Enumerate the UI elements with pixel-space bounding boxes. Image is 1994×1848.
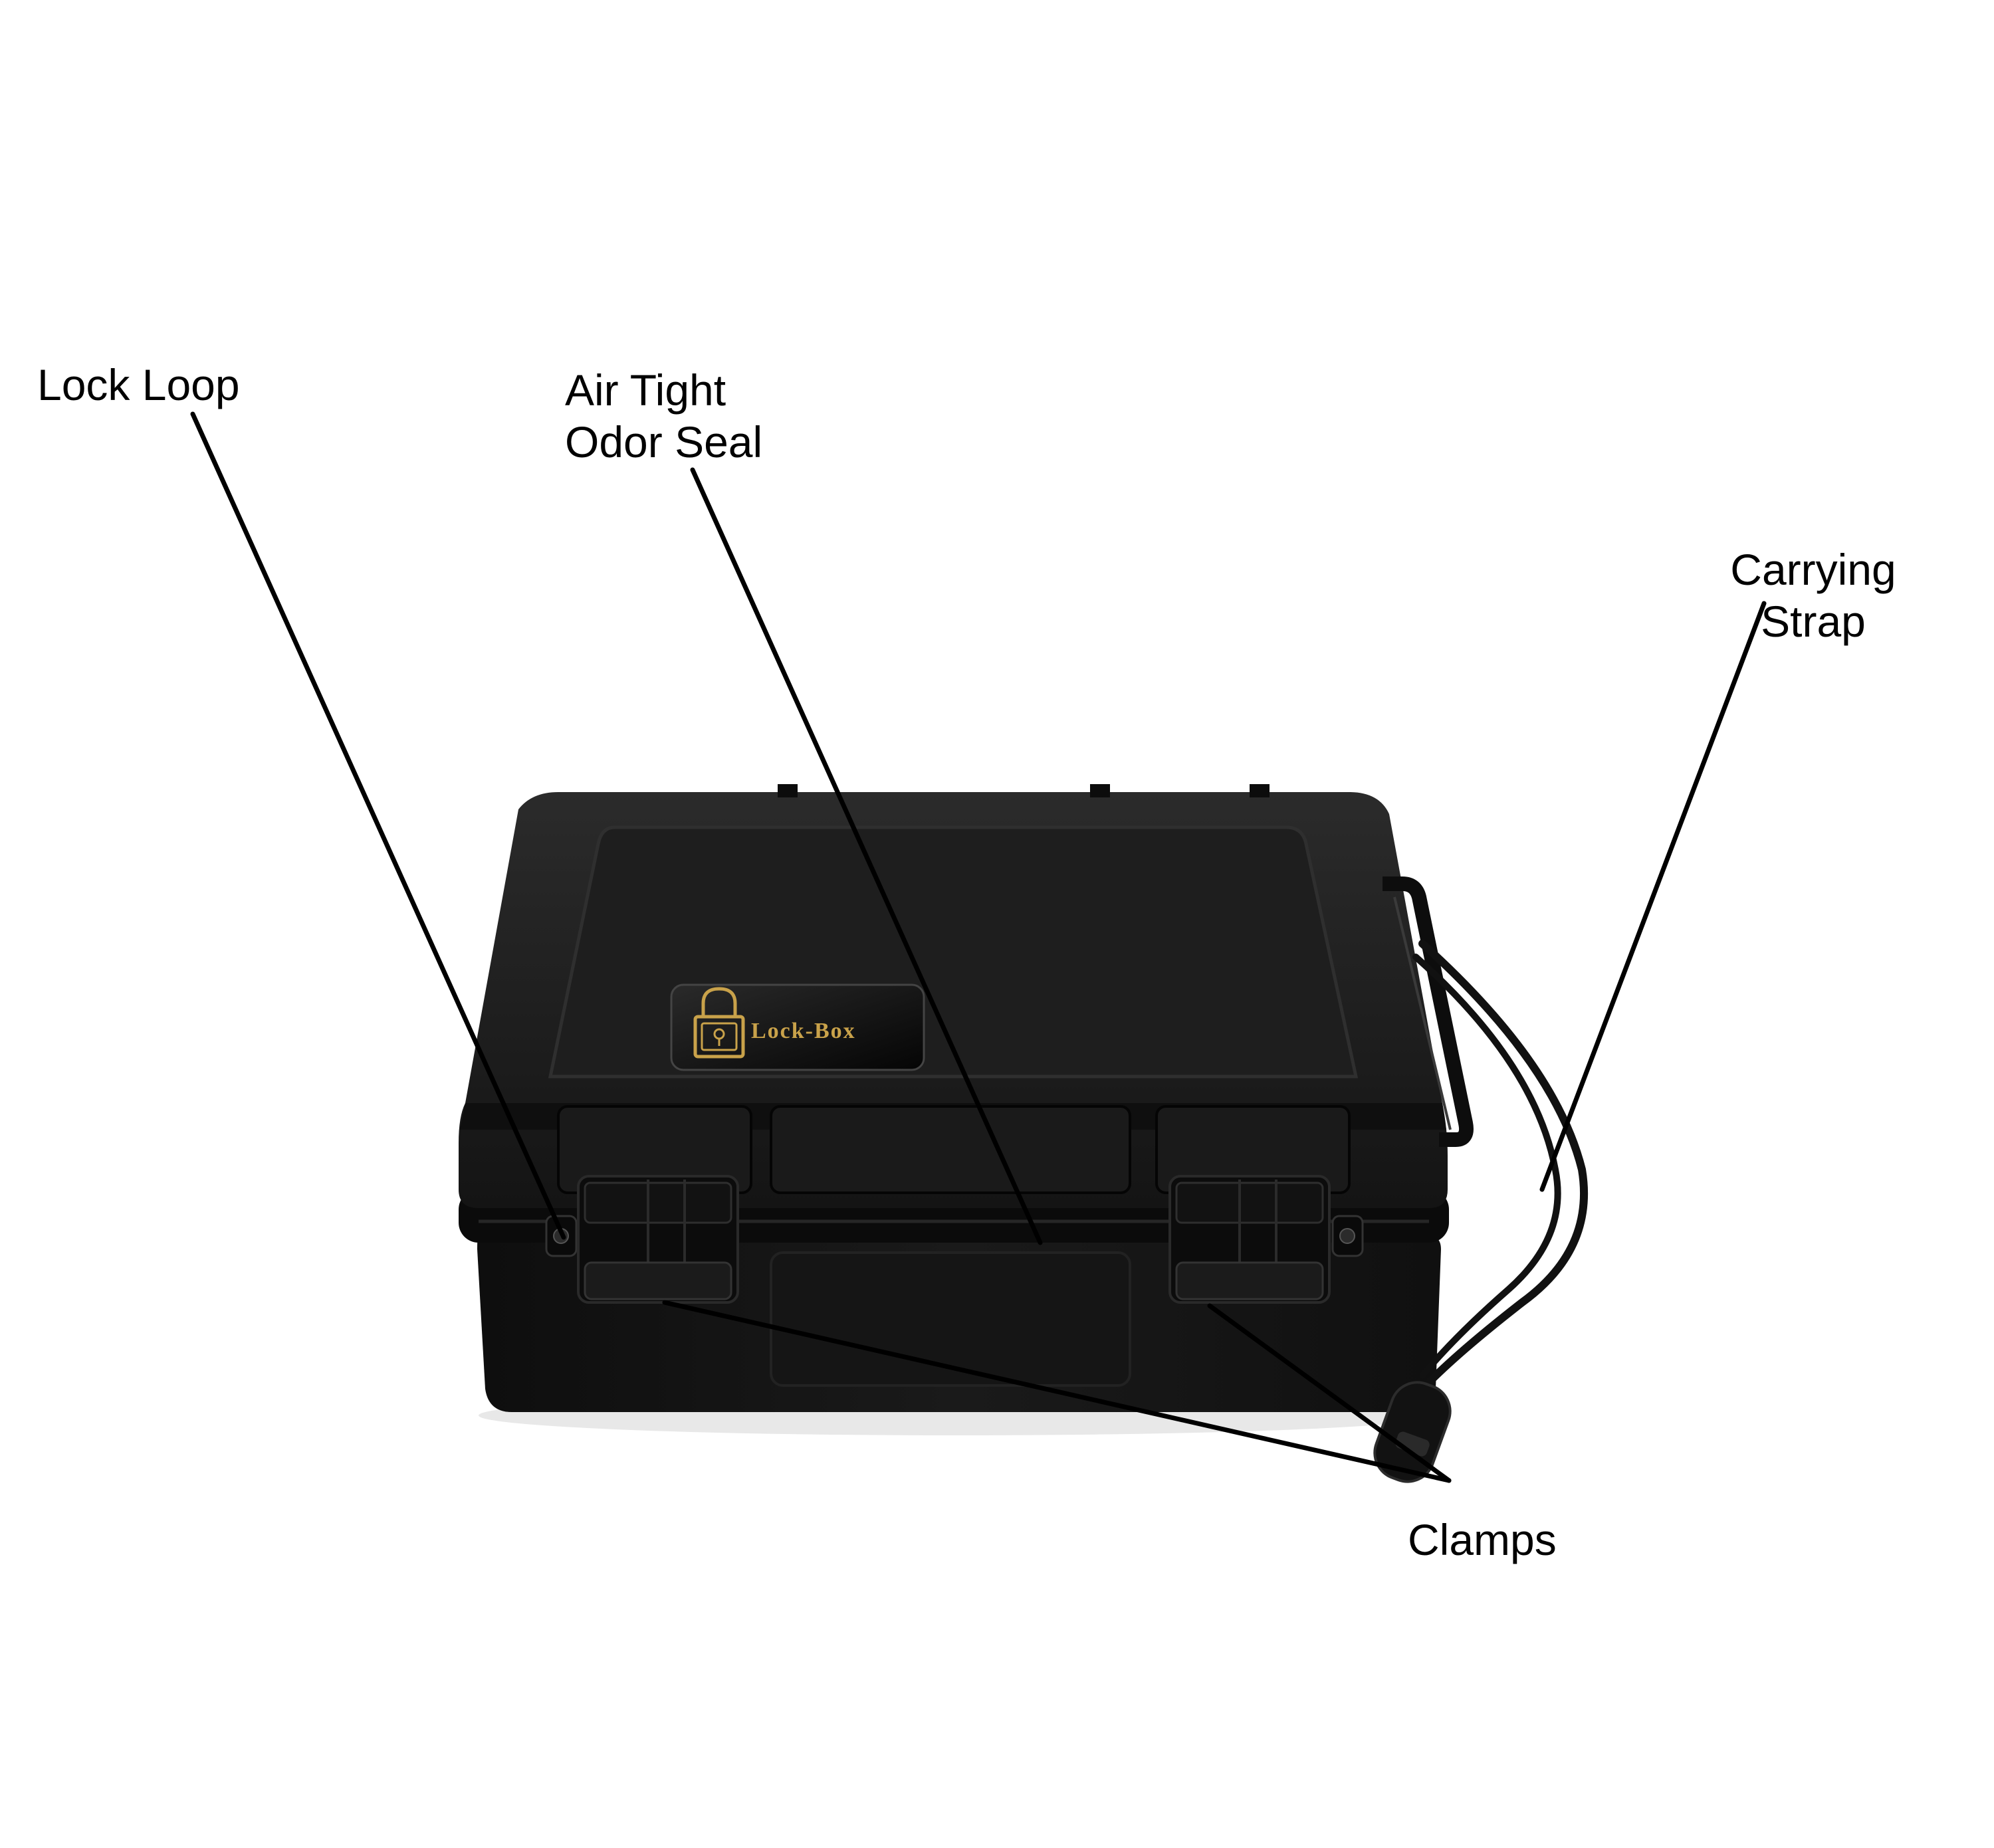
case-body-panel <box>770 1251 1131 1387</box>
leader-line-air-seal <box>690 467 1043 1245</box>
label-clamps-text: Clamps <box>1408 1515 1557 1564</box>
label-carrying-strap: Carrying Strap <box>1714 544 1913 647</box>
label-lock-loop-text: Lock Loop <box>37 360 240 409</box>
label-carrying-strap-line-1: Carrying <box>1730 545 1896 594</box>
strap-toggle <box>1373 1381 1452 1483</box>
lid-front-segment <box>770 1105 1131 1194</box>
brand-badge: Lock-Box <box>670 983 925 1071</box>
label-air-seal-line-2: Odor Seal <box>565 417 763 466</box>
leader-line-clamp-right <box>1207 1303 1452 1483</box>
label-carrying-strap-line-2: Strap <box>1761 597 1866 646</box>
brand-name: Lock-Box <box>751 1019 856 1043</box>
lock-loop-right <box>1331 1215 1364 1257</box>
lid-nub <box>1090 784 1110 797</box>
lockbox-case: Lock-Box <box>459 784 1588 1483</box>
leader-line-carrying-strap <box>1539 601 1767 1192</box>
clamp-right <box>1168 1175 1331 1304</box>
side-handle <box>1383 876 1474 1147</box>
leader-line-clamp-left <box>662 1300 1452 1483</box>
carrying-strap <box>1412 940 1588 1386</box>
lid-nub <box>1250 784 1270 797</box>
label-air-seal-line-1: Air Tight <box>565 365 726 415</box>
lid-nub <box>778 784 798 797</box>
padlock-logo-icon <box>693 987 745 1059</box>
leader-line-lock-loop <box>190 411 566 1240</box>
label-clamps: Clamps <box>1408 1514 1557 1566</box>
label-air-tight-odor-seal: Air Tight Odor Seal <box>565 364 762 468</box>
leader-lines <box>190 411 1767 1483</box>
label-lock-loop: Lock Loop <box>37 359 240 411</box>
clamp-left <box>577 1175 739 1304</box>
